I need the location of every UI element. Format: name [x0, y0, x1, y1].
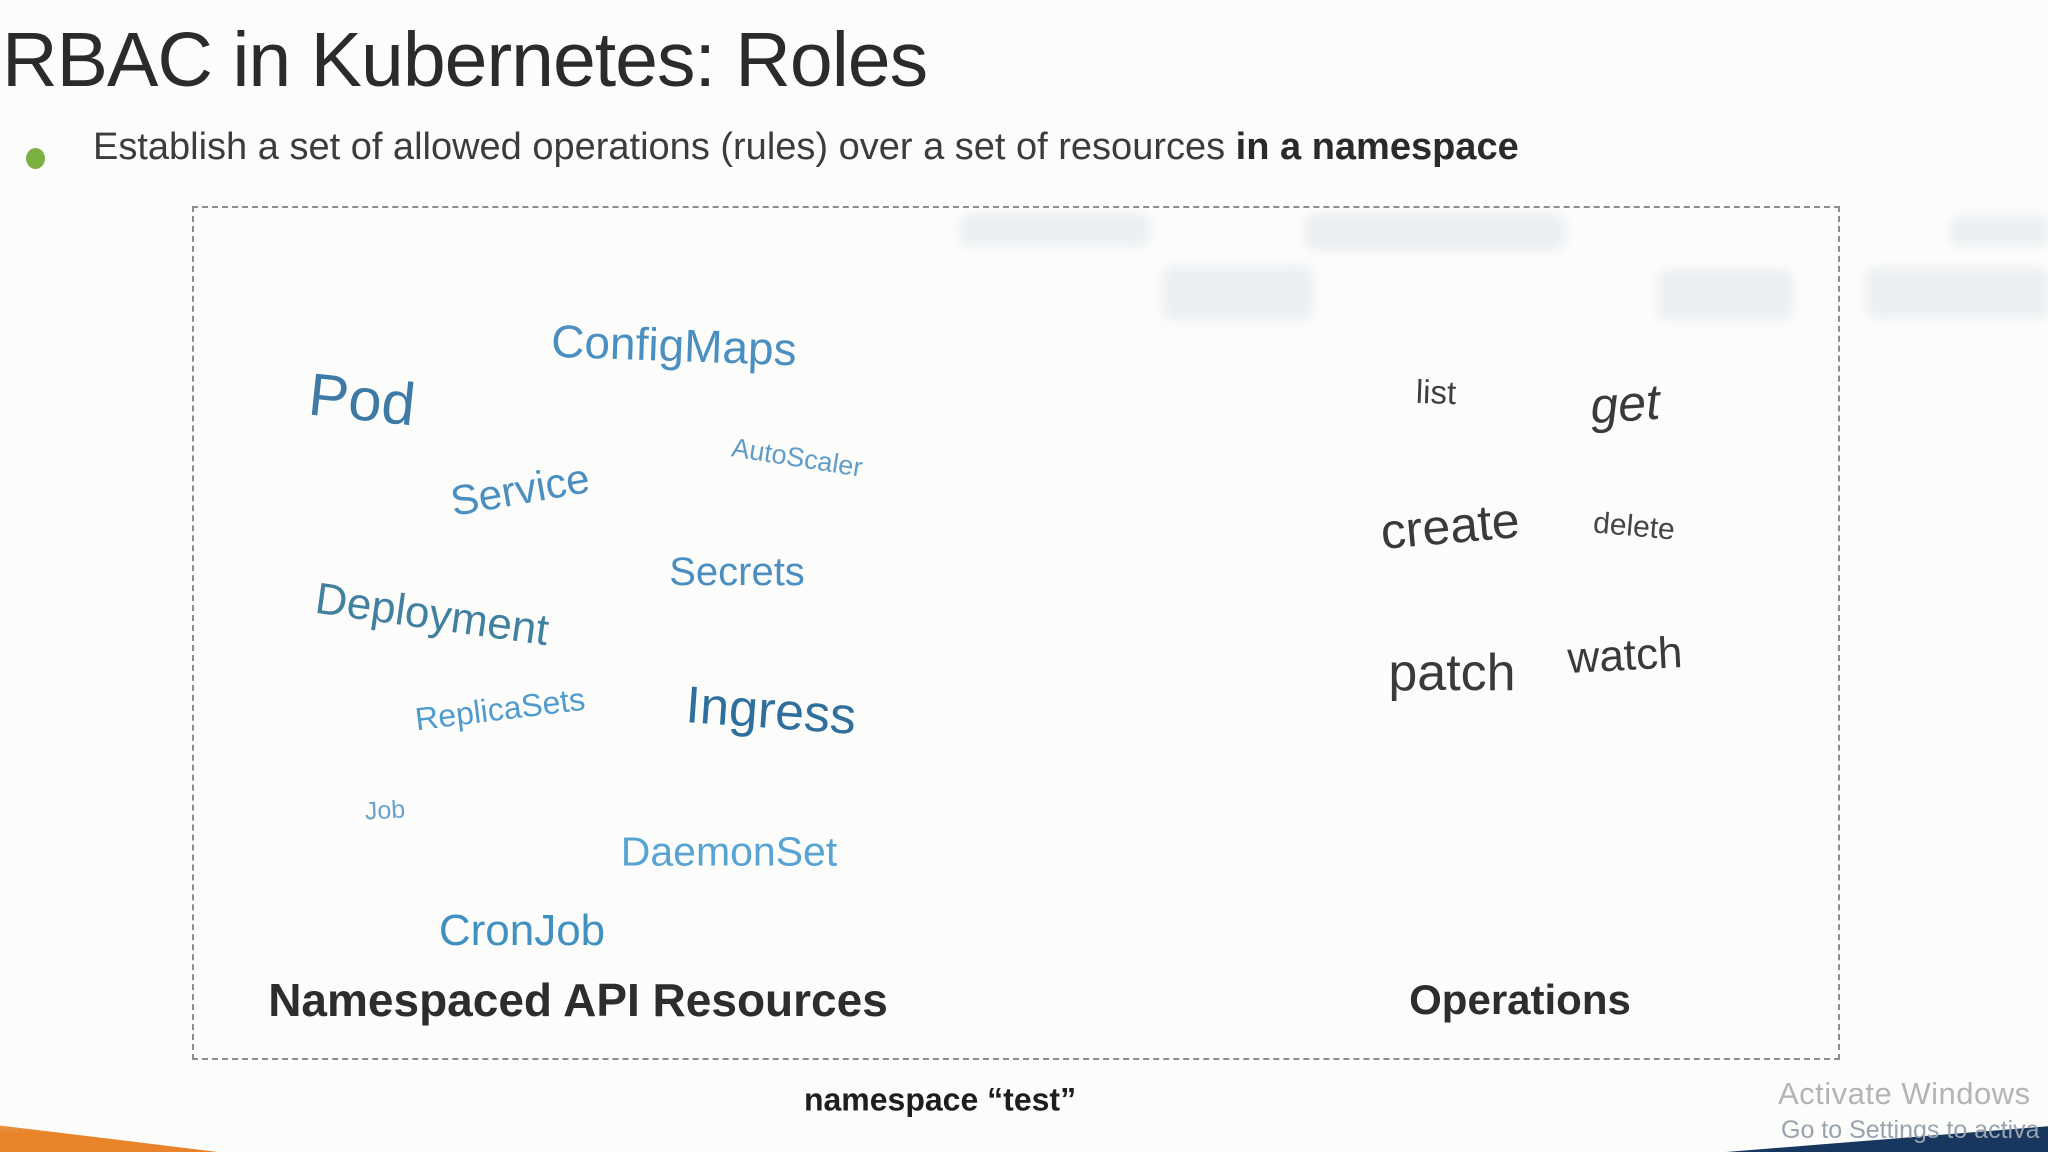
activate-windows-watermark: Activate Windows	[1778, 1076, 2031, 1111]
resource-word-pod: Pod	[305, 360, 419, 439]
operation-word-list: list	[1415, 372, 1457, 412]
bullet-text-bold: in a namespace	[1235, 126, 1519, 168]
operations-column-label: Operations	[1409, 976, 1631, 1023]
resource-word-job: Job	[364, 795, 406, 826]
operation-word-watch: watch	[1566, 628, 1684, 683]
resource-word-daemonset: DaemonSet	[620, 828, 838, 875]
resource-word-configmaps: ConfigMaps	[550, 314, 798, 376]
operation-word-patch: patch	[1388, 644, 1516, 702]
page-title: RBAC in Kubernetes: Roles	[2, 17, 928, 103]
ghost-artifact	[1658, 270, 1793, 320]
namespace-caption: namespace “test”	[803, 1081, 1077, 1118]
orange-corner-decoration	[0, 1125, 218, 1152]
operation-word-get: get	[1588, 373, 1662, 435]
bullet-text: Establish a set of allowed operations (r…	[93, 126, 1519, 169]
ghost-artifact	[1163, 266, 1313, 320]
ghost-artifact	[960, 214, 1150, 246]
activate-windows-settings-hint: Go to Settings to activa	[1781, 1116, 2040, 1144]
bullet-row: Establish a set of allowed operations (r…	[0, 126, 2048, 186]
resource-word-secrets: Secrets	[669, 550, 805, 594]
bullet-dot-icon	[26, 148, 45, 169]
resources-column-label: Namespaced API Resources	[268, 974, 888, 1026]
ghost-artifact	[1866, 268, 2048, 318]
operation-word-create: create	[1378, 492, 1522, 560]
ghost-artifact	[1950, 216, 2048, 246]
namespace-rules-box	[192, 206, 1840, 1060]
operation-word-delete: delete	[1591, 506, 1677, 547]
resource-word-cronjob: CronJob	[438, 906, 606, 955]
bullet-text-normal: Establish a set of allowed operations (r…	[93, 126, 1236, 168]
ghost-artifact	[1305, 214, 1565, 250]
resource-word-ingress: Ingress	[683, 676, 859, 746]
